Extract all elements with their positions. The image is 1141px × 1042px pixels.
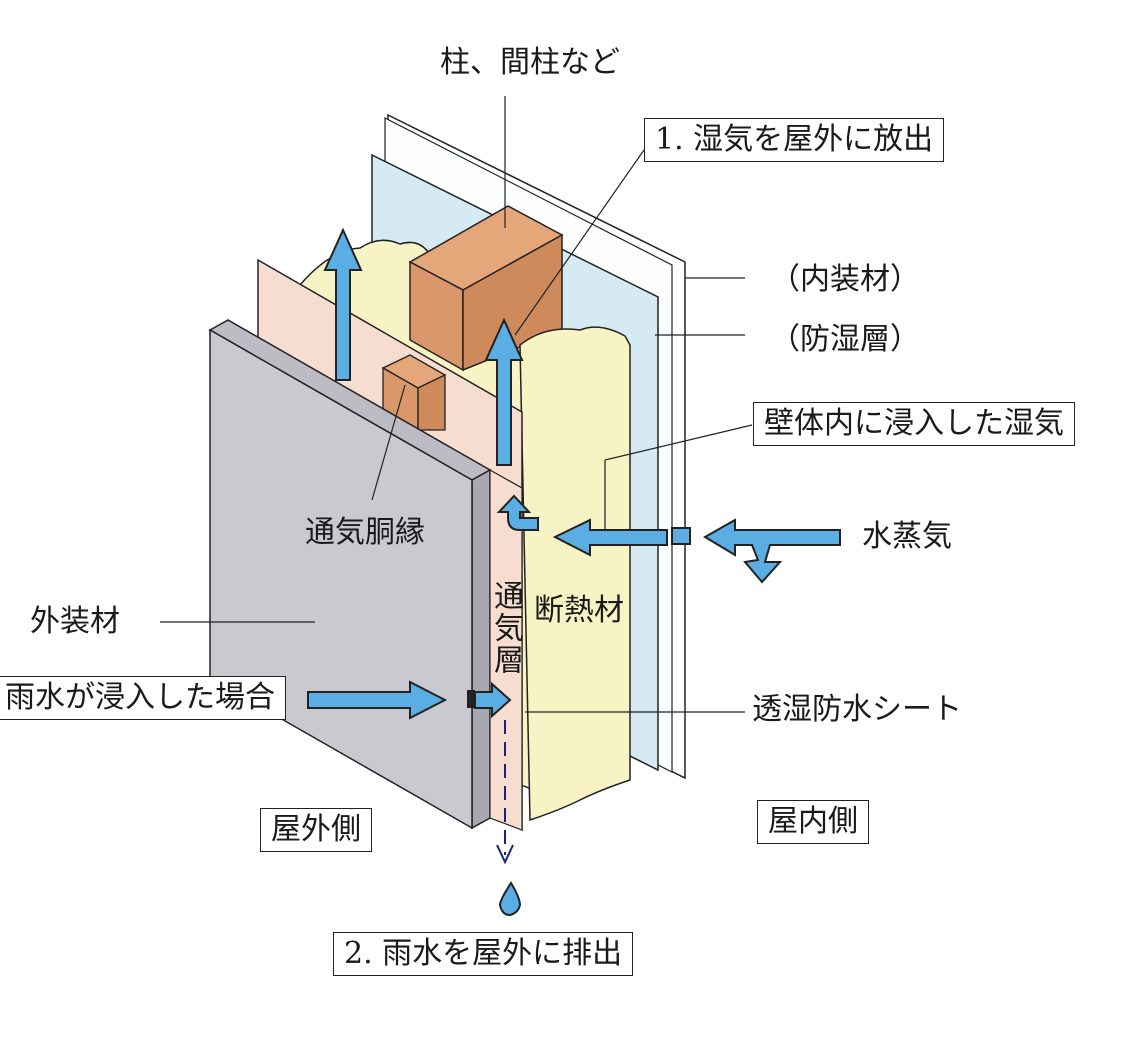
gap-marker <box>467 690 475 708</box>
indoor-side-label: 屋内側 <box>757 800 869 844</box>
pillar-label: 柱、間柱など <box>440 45 620 80</box>
insulation-front <box>519 326 631 822</box>
air-layer-label: 通気層 <box>488 580 523 676</box>
vapor-barrier-label: （防湿層） <box>770 322 920 357</box>
drain-rain-callout: 2. 雨水を屋外に排出 <box>333 932 634 976</box>
outdoor-side-label: 屋外側 <box>260 808 372 852</box>
insulation-label: 断熱材 <box>534 593 624 628</box>
arrow-icon <box>307 680 448 720</box>
arrow-icon <box>484 317 524 466</box>
rain-intrusion-callout: 雨水が浸入した場合 <box>0 676 286 720</box>
water-drop-icon <box>498 881 522 917</box>
moisture-in-wall-callout: 壁体内に浸入した湿気 <box>753 402 1075 446</box>
vapor-gap-icon <box>671 527 691 545</box>
drain-arrow-icon <box>496 720 514 865</box>
leader-lines <box>160 96 753 713</box>
arrow-icon <box>703 518 841 584</box>
arrow-icon <box>323 227 363 381</box>
arrow-icon <box>552 518 668 557</box>
interior-finish-label: （内装材） <box>770 262 920 297</box>
furring-strip-label: 通気胴縁 <box>305 515 425 550</box>
water-vapor-label: 水蒸気 <box>862 519 952 554</box>
release-moisture-callout: 1. 湿気を屋外に放出 <box>644 118 945 162</box>
arrow-icon <box>474 681 512 719</box>
arrow-icon <box>496 494 539 531</box>
breathable-sheet-label: 透湿防水シート <box>752 692 962 727</box>
exterior-finish-label: 外装材 <box>30 604 120 639</box>
